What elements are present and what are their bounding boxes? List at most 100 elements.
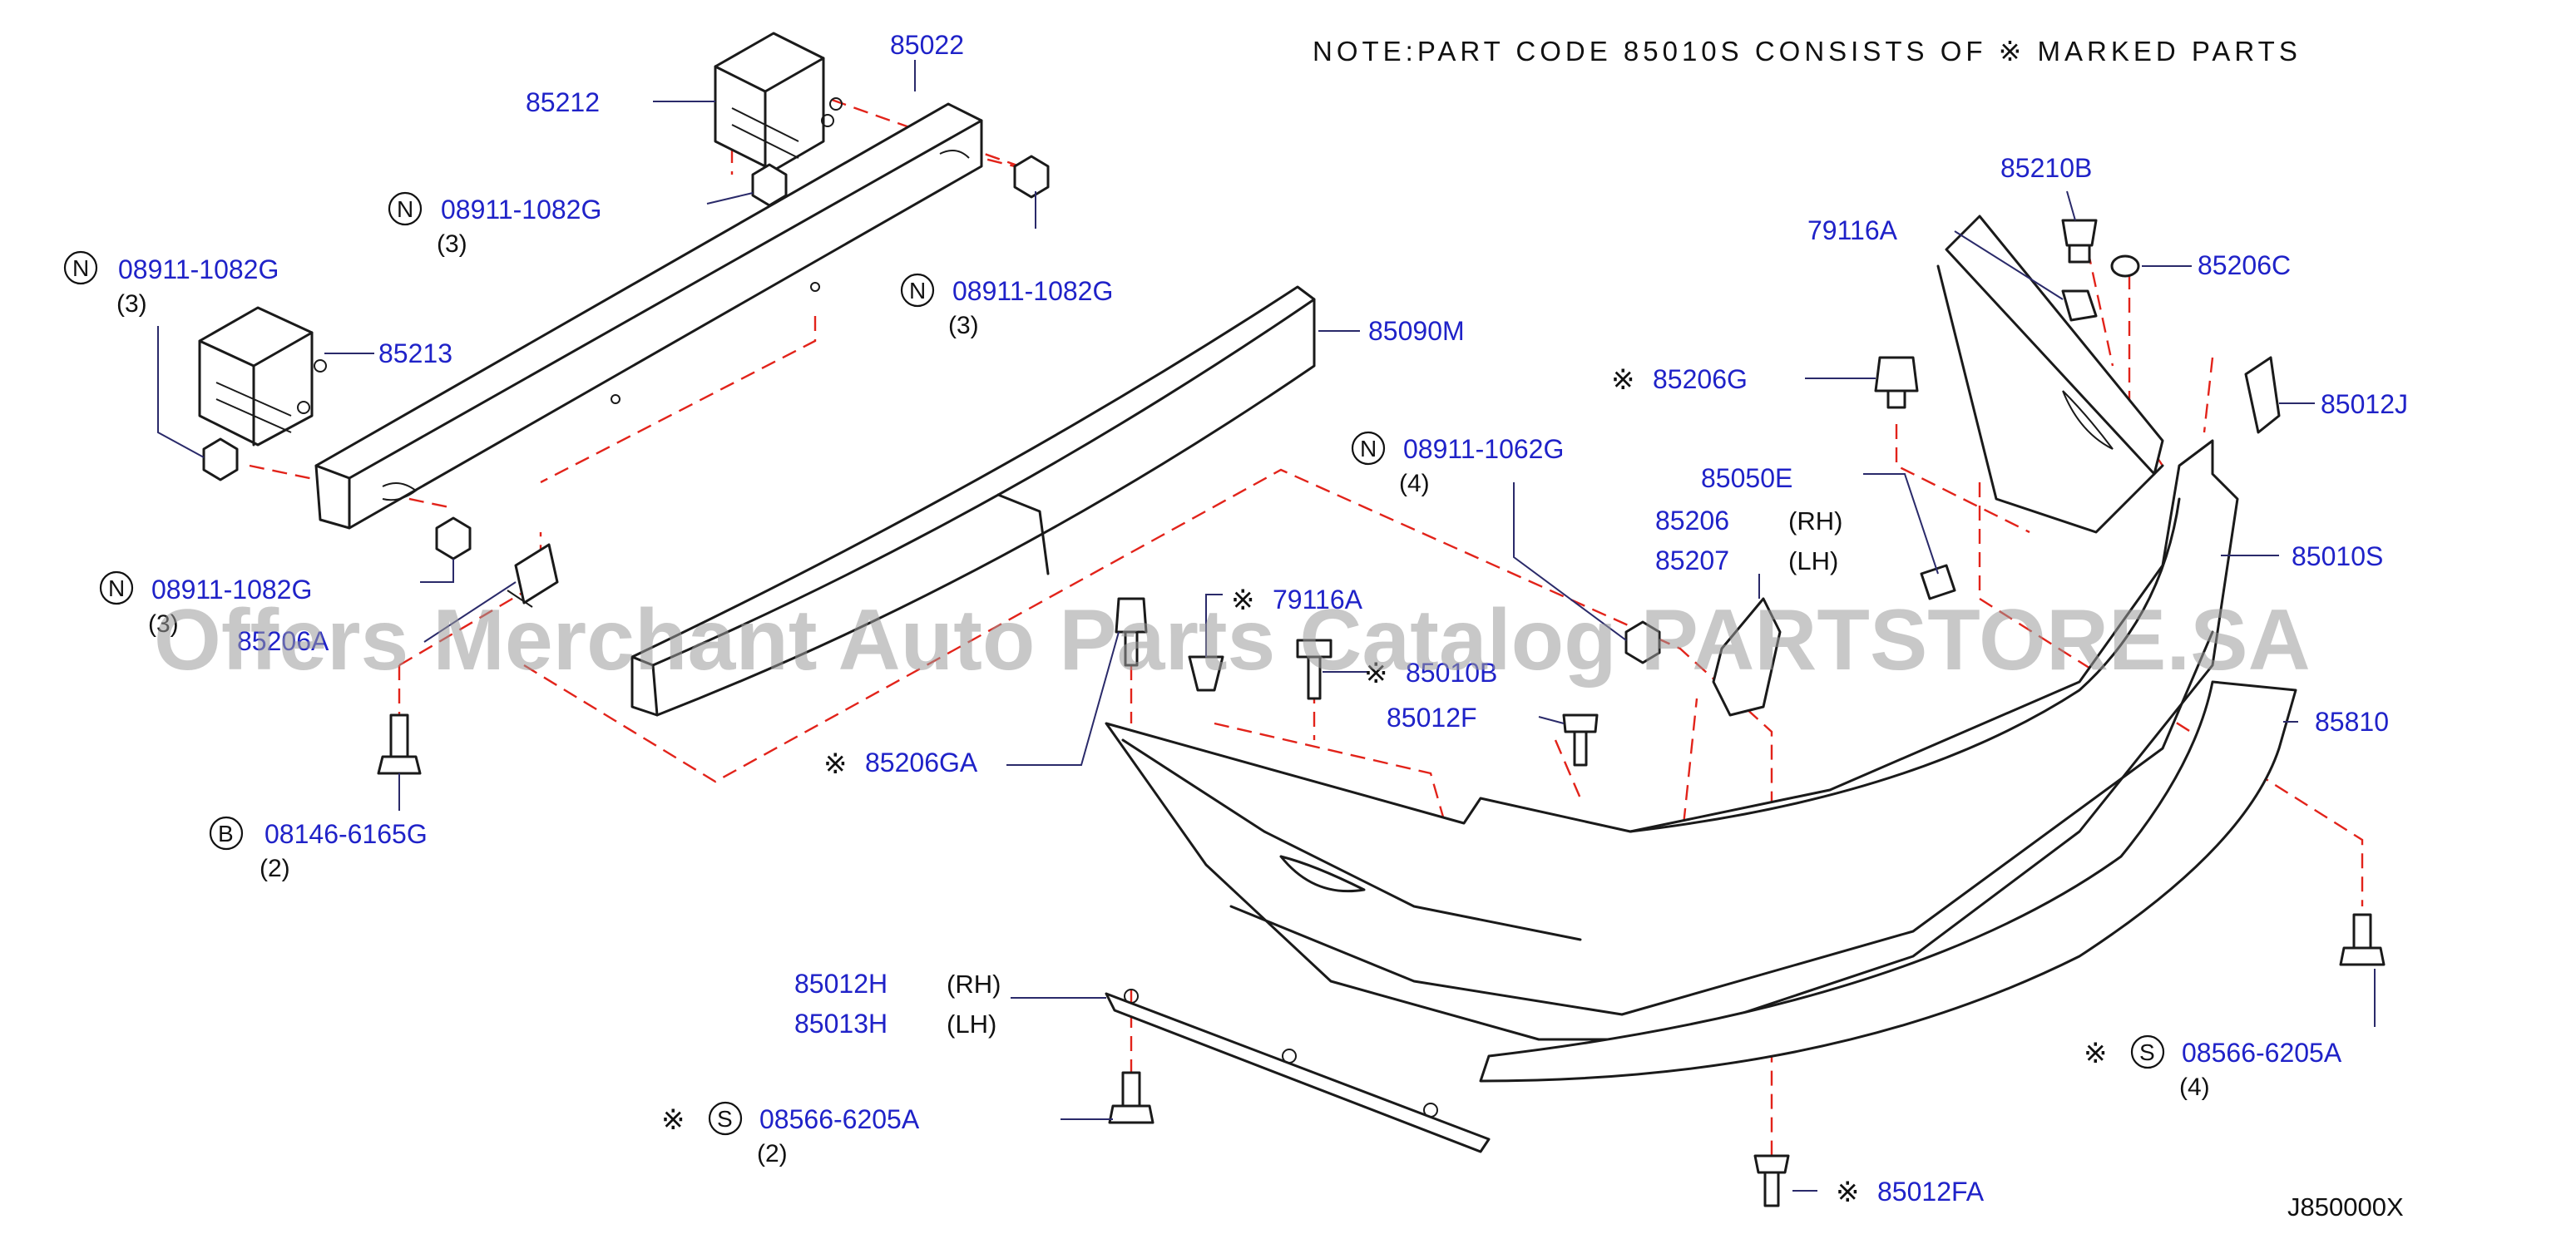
callout-79116a[interactable]: 79116A [1807,215,1898,245]
callout-85012f[interactable]: 85012F [1387,703,1477,733]
callout-08566-6205a-right[interactable]: ※ S 08566-6205A (4) [2084,1034,2342,1101]
part-code: 08566-6205A [2182,1038,2342,1068]
prefix-circle [1351,431,1386,466]
callout-08911-1082g-right[interactable]: N 08911-1082G (3) [900,273,1113,339]
prefix-letter: N [108,575,125,601]
callout-85206-rh[interactable]: 85206 (RH) [1655,506,1842,536]
clip-85012fa [1753,1154,1790,1207]
quantity: (3) [116,290,147,318]
callout-85010s[interactable]: 85010S [2292,541,2383,571]
nut-08911-1082g-left [202,437,239,481]
callout-85210b[interactable]: 85210B [2000,153,2092,183]
clip-85210b [2061,219,2098,264]
callout-85012h-rh[interactable]: 85012H (RH) [794,969,1001,999]
side-bracket-85012h [1105,989,1491,1153]
diagram-id: J850000X [2287,1192,2404,1222]
part-code: 85010B [1406,658,1497,688]
prefix-letter: N [1360,436,1377,462]
prefix-circle [99,570,134,605]
callout-85213[interactable]: 85213 [378,338,452,368]
prefix-letter: N [72,255,89,281]
clip-85012f [1562,713,1599,767]
side-label: (LH) [947,1009,996,1039]
part-code: 85013H [794,1009,888,1039]
parts-note: NOTE:PART CODE 85010S CONSISTS OF ※ MARK… [1313,36,2302,67]
part-code: 08566-6205A [759,1104,920,1134]
prefix-letter: B [218,821,234,847]
prefix-letter: S [2139,1039,2155,1065]
prefix-circle [209,816,244,851]
marked-symbol: ※ [1231,584,1255,617]
bumper-fascia-85010s [1105,215,2239,1041]
callout-85012fa[interactable]: ※ 85012FA [1836,1176,1985,1209]
callout-08911-1062g[interactable]: N 08911-1062G (4) [1351,431,1564,497]
quantity: (2) [757,1140,788,1167]
bumper-reinforcement-85022 [314,102,983,530]
part-code: 79116A [1273,585,1363,615]
marked-symbol: ※ [823,748,848,781]
bracket-85212 [714,32,843,172]
part-code: 85206 [1655,506,1729,536]
callout-85206g[interactable]: ※ 85206G [1611,363,1748,397]
callout-08911-1082g-lower[interactable]: N 08911-1082G (3) [99,570,312,638]
part-code: 08911-1082G [151,575,312,605]
part-code: 85012FA [1877,1177,1985,1207]
part-code: 08911-1082G [118,254,279,284]
clip-85206g [1874,356,1919,409]
callout-08146-6165g[interactable]: B 08146-6165G (2) [209,816,428,882]
nut-08911-1062g [1624,620,1661,664]
callout-85010b[interactable]: ※ 85010B [1364,657,1497,690]
prefix-circle [900,273,935,308]
part-code: 85207 [1655,545,1729,575]
clip-85206ga [1115,597,1148,667]
energy-absorber-85090m [630,285,1316,717]
callout-85810[interactable]: 85810 [2315,707,2389,737]
retainer-85050e [1920,564,1956,600]
part-code: 08911-1082G [441,195,601,225]
callout-85212[interactable]: 85212 [526,87,600,117]
prefix-circle [63,250,98,285]
washer-85206c [2110,254,2140,278]
clip-85010b [1296,639,1332,700]
quantity: (4) [2179,1074,2210,1101]
nut-08911-1082g-top [751,163,788,207]
lower-cover-85810 [1479,680,2297,1083]
bolt-08146-6165g [377,713,422,775]
prefix-letter: N [397,196,413,222]
callout-85206a[interactable]: 85206A [237,626,329,656]
callout-08911-1082g-left[interactable]: N 08911-1082G (3) [63,250,279,318]
prefix-letter: N [909,278,926,304]
marked-symbol: ※ [1611,363,1635,397]
marked-symbol: ※ [2084,1037,2108,1070]
screw-08566-6205a-right [2339,913,2386,966]
callout-79116a-marked[interactable]: ※ 79116A [1231,584,1363,617]
callout-85090m[interactable]: 85090M [1368,316,1465,346]
quantity: (3) [437,230,467,258]
prefix-circle [708,1101,743,1136]
callout-08566-6205a-left[interactable]: ※ S 08566-6205A (2) [661,1101,920,1167]
callout-85207-lh[interactable]: 85207 (LH) [1655,545,1838,575]
callout-85206ga[interactable]: ※ 85206GA [823,748,978,781]
callout-85012j[interactable]: 85012J [2321,389,2408,419]
grommet-79116a [2061,289,2098,322]
clip-79116a-marked [1188,655,1224,692]
nut-08911-1082g-lower [435,516,472,560]
side-label: (RH) [1788,506,1842,536]
screw-08566-6205a-left [1108,1071,1155,1124]
quantity: (4) [1399,470,1430,497]
bracket-85206 [1712,597,1782,717]
callout-85022[interactable]: 85022 [890,30,964,60]
leader-lines [157,60,2376,1192]
marked-symbol: ※ [1836,1176,1860,1209]
callout-85206c[interactable]: 85206C [2198,250,2291,280]
callout-85013h-lh[interactable]: 85013H (LH) [794,1009,996,1039]
part-code: 08146-6165G [265,819,428,849]
prefix-letter: S [717,1106,733,1132]
callout-08911-1082g-top[interactable]: N 08911-1082G (3) [388,191,601,258]
callout-85050e[interactable]: 85050E [1701,463,1792,493]
bracket-85206a [507,543,559,608]
part-code: 08911-1082G [952,276,1113,306]
part-code: 85012H [794,969,888,999]
quantity: (3) [948,312,979,339]
